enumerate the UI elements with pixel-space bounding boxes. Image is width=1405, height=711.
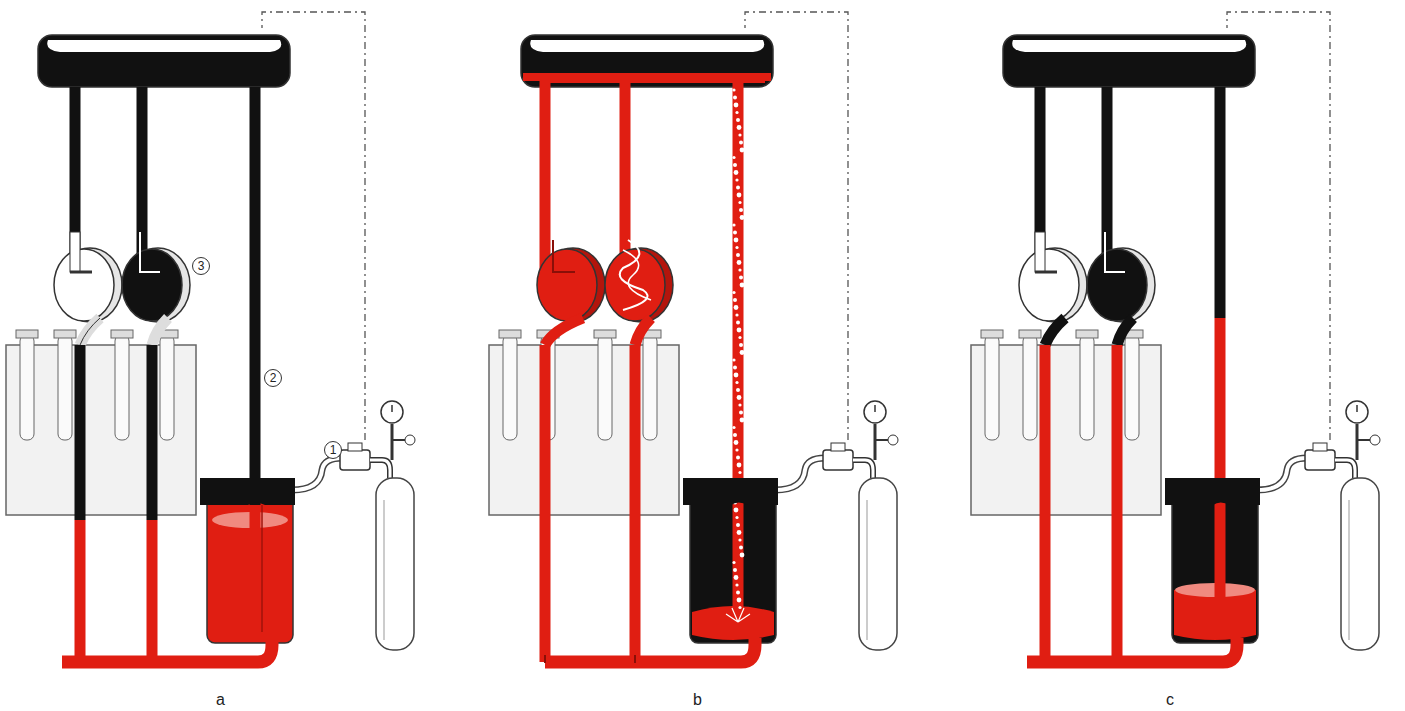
gas-bubble [735,516,738,519]
gas-bubble [736,388,740,392]
gas-bubble [736,523,740,527]
gas-bubble [739,208,743,212]
gas-bubble [735,178,738,181]
gas-bubble [734,575,739,580]
gas-bubble [740,418,745,423]
gas-bubble [735,381,738,384]
gas-bubble [737,193,742,198]
gas-bubble [734,440,739,445]
gas-bubble [732,358,735,361]
gas-bubble [737,395,742,400]
gas-bubble [737,260,742,265]
gas-bubble [736,253,740,257]
gas-bubble [738,133,741,136]
gas-bubble [734,170,739,175]
gas-bubble [738,268,741,271]
gas-bubble [737,530,742,535]
gas-bubble [736,321,740,325]
gas-bubble [734,305,739,310]
callout-number: 2 [264,369,282,387]
gas-bubble [734,103,739,108]
gas-bubble [736,591,740,595]
gas-bubble [740,350,745,355]
panel-letter: b [693,692,702,708]
panel-letter: a [216,692,225,708]
gas-bubble [737,125,742,130]
callout-number: 1 [324,441,342,459]
gas-bubble [732,291,735,294]
gas-bubble [732,156,735,159]
gas-bubble [735,246,738,249]
gas-bubble [740,553,745,558]
gas-bubble [732,223,735,226]
gas-bubble [738,606,741,609]
gas-bubble [733,163,737,167]
gas-bubble [737,463,742,468]
gas-bubble [740,283,745,288]
gas-bubble [732,426,735,429]
gas-bubble [733,231,737,235]
panel-b [489,12,898,663]
gas-bubble [735,313,738,316]
gas-bubble [739,276,743,280]
gas-bubble [740,215,745,220]
gas-bubble [733,433,737,437]
gas-bubble [734,238,739,243]
gas-bubble [733,366,737,370]
gas-bubble [738,538,741,541]
callout-number: 3 [192,257,210,275]
gas-bubble [737,328,742,333]
gas-bubble [738,403,741,406]
gas-bubble [737,598,742,603]
panel-letter: c [1166,692,1174,708]
gas-bubble [739,343,743,347]
gas-bubble [735,448,738,451]
gas-bubble [740,148,745,153]
gas-bubble [733,568,737,572]
gas-bubble [736,456,740,460]
panel-a [6,12,415,662]
gas-bubbles [732,88,744,609]
gas-bubble [735,583,738,586]
gas-bubble [732,88,735,91]
gas-bubble [739,141,743,145]
gas-bubble [736,186,740,190]
gas-bubble [738,471,741,474]
gas-bubble [739,411,743,415]
panel-c [971,12,1380,662]
gas-bubble [733,298,737,302]
gas-bubble [734,508,739,513]
gas-bubble [738,336,741,339]
gas-bubble [732,561,735,564]
gas-bubble [734,373,739,378]
gas-bubble [738,201,741,204]
gas-bubble [733,96,737,100]
gas-bubble [736,118,740,122]
gas-bubble [735,111,738,114]
gas-bubble [739,546,743,550]
